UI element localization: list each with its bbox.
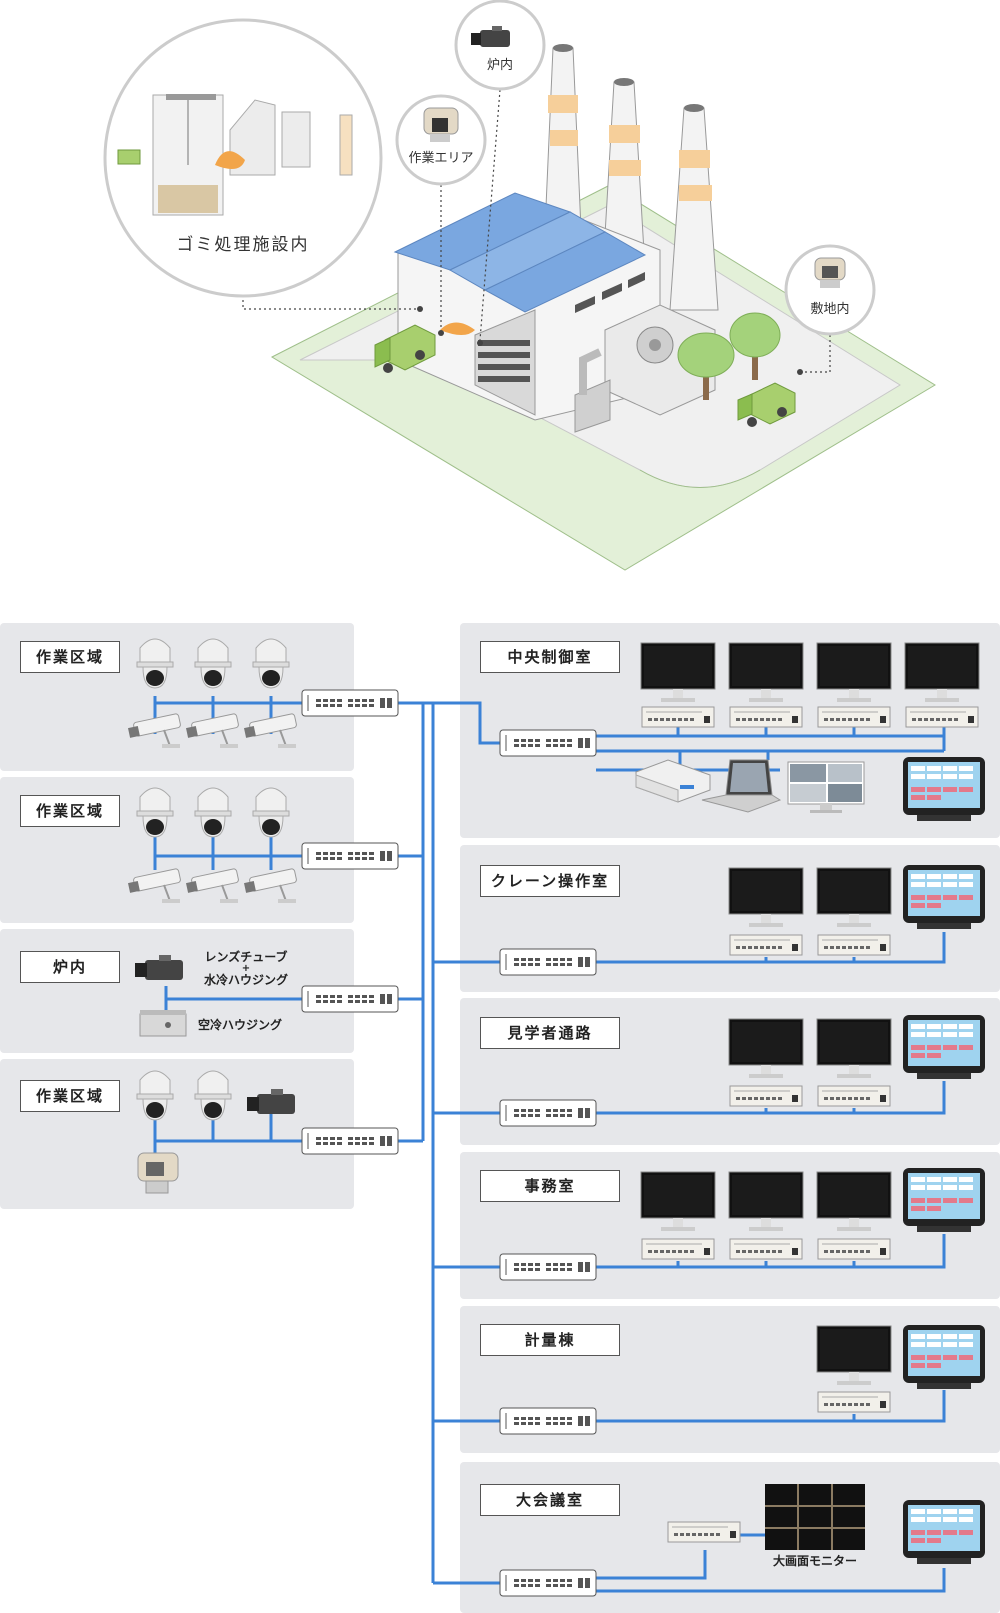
recorder-icon bbox=[817, 706, 891, 728]
facility-callout: ゴミ処理施設内 bbox=[103, 18, 383, 298]
zone-label-meeting-room: 大会議室 bbox=[480, 1484, 620, 1516]
facility-callout-label: ゴミ処理施設内 bbox=[177, 234, 310, 255]
facility-illustration: ゴミ処理施設内 作業エリア 炉内 敷地内 bbox=[103, 0, 936, 571]
housed-camera-icon bbox=[137, 1152, 179, 1194]
chimney-3 bbox=[669, 104, 719, 311]
control-panel-icon bbox=[903, 1168, 985, 1232]
control-panel-icon bbox=[903, 1325, 985, 1389]
lens-tube-note: レンズチューブ + 水冷ハウジング bbox=[196, 950, 296, 987]
zone-label-visitor-path: 見学者通路 bbox=[480, 1017, 620, 1049]
recorder-icon bbox=[817, 1391, 891, 1413]
control-panel-icon bbox=[903, 865, 985, 929]
premises-callout-label: 敷地内 bbox=[810, 301, 849, 317]
zone-label-work-1: 作業区域 bbox=[20, 641, 120, 673]
network-switch-icon bbox=[499, 1407, 597, 1435]
recorder-icon bbox=[729, 706, 803, 728]
network-switch-icon bbox=[301, 1127, 399, 1155]
video-wall-icon bbox=[765, 1484, 865, 1550]
recorder-icon bbox=[905, 706, 979, 728]
zone-label-office: 事務室 bbox=[480, 1170, 620, 1202]
server-icon bbox=[635, 759, 711, 803]
recorder-icon bbox=[817, 934, 891, 956]
zone-label-work-3: 作業区域 bbox=[20, 1080, 120, 1112]
housed-camera-icon bbox=[814, 257, 846, 288]
zone-label-crane-room: クレーン操作室 bbox=[480, 865, 620, 897]
zone-label-work-2: 作業区域 bbox=[20, 795, 120, 827]
recorder-icon bbox=[641, 706, 715, 728]
air-cooled-housing-note: 空冷ハウジング bbox=[198, 1018, 283, 1032]
work-area-callout-label: 作業エリア bbox=[408, 150, 473, 166]
zone-label-control-room: 中央制御室 bbox=[480, 641, 620, 673]
control-panel-icon bbox=[903, 1015, 985, 1079]
box-camera-icon bbox=[471, 26, 510, 47]
air-cooled-housing-icon bbox=[139, 1010, 187, 1037]
garbage-truck-1 bbox=[374, 324, 436, 373]
network-switch-icon bbox=[499, 948, 597, 976]
premises-callout: 敷地内 bbox=[784, 244, 876, 336]
trees bbox=[677, 312, 781, 400]
zone-label-weighing: 計量棟 bbox=[480, 1324, 620, 1356]
incineration-building bbox=[393, 192, 716, 433]
recorder-icon bbox=[729, 1238, 803, 1260]
big-monitor-note: 大画面モニター bbox=[772, 1554, 857, 1568]
lens-tube-note-line2: 水冷ハウジング bbox=[203, 973, 288, 987]
network-switch-icon bbox=[499, 1099, 597, 1127]
zone4-devices bbox=[136, 1070, 399, 1194]
recorder-icon bbox=[667, 1521, 741, 1543]
display-icon bbox=[787, 761, 865, 813]
network-switch-icon bbox=[499, 1253, 597, 1281]
furnace-callout-label: 炉内 bbox=[487, 57, 513, 73]
recorder-icon bbox=[817, 1238, 891, 1260]
network-switch-icon bbox=[301, 689, 399, 717]
control-panel-icon bbox=[903, 1500, 985, 1564]
zone-label-furnace: 炉内 bbox=[20, 951, 120, 983]
control-room-devices bbox=[499, 642, 985, 821]
housed-camera-icon bbox=[423, 107, 459, 142]
recorder-icon bbox=[729, 1085, 803, 1107]
control-panel-icon bbox=[903, 757, 985, 821]
network-links bbox=[153, 696, 946, 1593]
furnace-callout: 炉内 bbox=[454, 0, 546, 91]
recorder-icon bbox=[641, 1238, 715, 1260]
lens-tube-note-plus: + bbox=[241, 963, 251, 974]
laptop-icon bbox=[701, 759, 782, 813]
garbage-truck-2 bbox=[737, 382, 796, 427]
network-switch-icon bbox=[301, 985, 399, 1013]
lens-tube-note-line1: レンズチューブ bbox=[204, 950, 288, 964]
callout-leaders bbox=[242, 89, 831, 373]
recorder-icon bbox=[817, 1085, 891, 1107]
network-switch-icon bbox=[499, 1569, 597, 1597]
network-switch-icon bbox=[301, 842, 399, 870]
zone3-devices bbox=[135, 955, 399, 1037]
work-area-callout: 作業エリア bbox=[395, 94, 487, 186]
meeting-room-devices bbox=[499, 1484, 985, 1597]
network-switch-icon bbox=[499, 729, 597, 757]
process-cross-section bbox=[117, 94, 353, 216]
recorder-icon bbox=[729, 934, 803, 956]
